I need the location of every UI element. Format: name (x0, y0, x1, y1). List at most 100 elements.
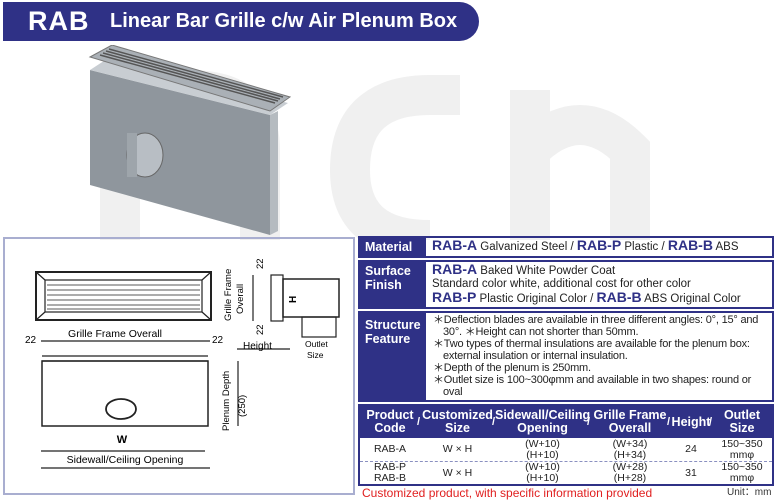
material-value: RAB-A Galvanized Steel / RAB-P Plastic /… (426, 238, 772, 256)
w-label: W (117, 434, 128, 446)
finish-line2: Standard color white, additional cost fo… (432, 278, 691, 290)
text: (H+28) (613, 472, 647, 484)
text: mmφ (729, 472, 755, 484)
page-title: Linear Bar Grille c/w Air Plenum Box (110, 10, 458, 32)
text: RAB-A (373, 443, 407, 455)
structure-label-2: Feature (365, 332, 411, 346)
product-code: RAB (28, 6, 90, 36)
cell-opening: (W+10)(H+10) (495, 437, 590, 461)
h-label: H (288, 296, 299, 303)
custom-note: Customized product, with specific inform… (362, 486, 653, 500)
cell-size: W × H (442, 443, 473, 455)
cell-height: 24 (685, 443, 697, 455)
plenum-depth-value: (250) (237, 395, 248, 417)
cell-overall: (W+34)(H+34) (590, 437, 670, 461)
cell-overall: (W+28)(H+28) (590, 462, 670, 484)
rab-p: RAB-P (432, 289, 477, 305)
finish-a-text: Baked White Powder Coat (477, 265, 616, 277)
structure-label-1: Structure (365, 318, 421, 332)
text: Outlet (723, 408, 761, 422)
rab-a: RAB-A (432, 261, 478, 277)
text: Opening (517, 421, 568, 435)
dimension-drawing: Grille Frame Overall 22 22 W Sidewall/Ce… (3, 237, 355, 495)
text: 150~350 (721, 437, 763, 450)
rab-a: RAB-A (432, 237, 478, 253)
text: RAB-B (373, 472, 407, 484)
feature-item: ＊Deflection blades are available in thre… (433, 314, 759, 338)
text: Sidewall/Ceiling (495, 408, 591, 422)
material-b-text: ABS (712, 241, 739, 253)
feature-item: ＊Two types of thermal insulations are av… (433, 338, 750, 362)
text: Code (374, 421, 406, 435)
text: (W+28) (612, 461, 648, 473)
plenum-depth-label: Plenum Depth (221, 371, 232, 431)
material-row: Material RAB-A Galvanized Steel / RAB-P … (358, 236, 774, 258)
text: mmφ (729, 448, 755, 461)
text: Product (366, 408, 414, 422)
rab-b: RAB-B (667, 237, 713, 253)
header-height: Height (670, 414, 712, 429)
finish-label-1: Surface (365, 264, 411, 278)
cell-size: W × H (442, 466, 473, 479)
height-label: Height (243, 341, 272, 352)
finish-value: RAB-A Baked White Powder Coat Standard c… (426, 262, 772, 307)
material-label: Material (360, 238, 426, 256)
gfo-label-1: Grille Frame (223, 269, 234, 321)
text: Size (729, 421, 755, 435)
unit-label: Unit：mm (727, 487, 772, 498)
outlet-size-label: Size (307, 350, 324, 360)
text: (H+34) (613, 448, 647, 461)
feature-item: ＊Outlet size is 100~300φmm and available… (433, 374, 752, 398)
rab-p: RAB-P (576, 237, 622, 253)
cell-height: 31 (685, 466, 697, 479)
cell-code: RAB-A (360, 444, 420, 455)
technical-drawing: Grille Frame Overall 22 22 W Sidewall/Ce… (25, 258, 340, 469)
dim-22-top: 22 (255, 258, 266, 269)
text: (W+10) (525, 437, 560, 450)
finish-p-text: Plastic Original Color / (476, 293, 597, 305)
outlet-label: Outlet (305, 339, 328, 349)
spec-panel: Material RAB-A Galvanized Steel / RAB-P … (358, 236, 774, 486)
text: Customized (422, 408, 493, 422)
dim-22-bottom: 22 (255, 324, 266, 335)
feature-item: ＊Depth of the plenum is 250mm. (433, 362, 591, 374)
text: 150~350 (721, 461, 763, 473)
title-banner: RAB Linear Bar Grille c/w Air Plenum Box (3, 2, 479, 41)
material-p-text: Plastic / (621, 241, 668, 253)
text: Overall (608, 421, 652, 435)
grille-frame-overall-label: Grille Frame Overall (68, 328, 162, 340)
sidewall-opening-label: Sidewall/Ceiling Opening (67, 454, 184, 466)
gfo-label-2: Overall (235, 284, 246, 314)
finish-b-text: ABS Original Color (641, 293, 741, 305)
material-a-text: Galvanized Steel / (477, 241, 577, 253)
product-photo (88, 45, 292, 235)
finish-label-2: Finish (365, 278, 402, 292)
dim-22-right: 22 (212, 335, 224, 346)
table-row: RAB-A W × H (W+10)(H+10) (W+34)(H+34) 24… (360, 438, 772, 461)
dim-22-left: 22 (25, 335, 37, 346)
text: Size (444, 421, 470, 435)
text: (H+10) (526, 472, 559, 484)
text: RAB-P (373, 461, 407, 473)
rab-b: RAB-B (596, 289, 642, 305)
text: (W+10) (525, 461, 560, 473)
text: (H+10) (526, 448, 559, 461)
text: (W+34) (612, 437, 648, 450)
text: Height (671, 414, 711, 429)
structure-value: ＊Deflection blades are available in thre… (426, 313, 772, 400)
